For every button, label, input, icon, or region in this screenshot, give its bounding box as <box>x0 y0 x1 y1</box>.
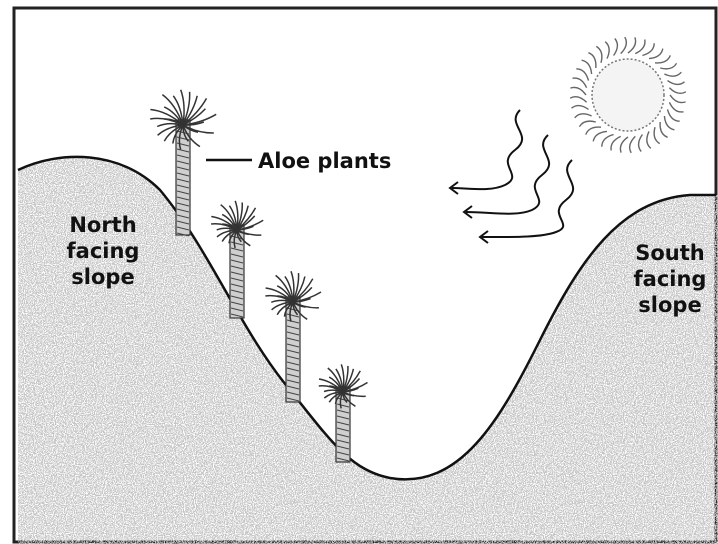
sun-ray <box>621 37 627 54</box>
sun-ray <box>572 106 589 110</box>
wavy-arrow-icon <box>482 160 573 237</box>
sun-ray <box>668 81 685 85</box>
sun-ray <box>620 137 628 153</box>
sun-ray <box>575 114 592 118</box>
north-label-line: slope <box>58 264 148 290</box>
south-label-line: facing <box>622 266 718 292</box>
sun-ray <box>660 63 676 69</box>
sun-ray <box>605 42 609 59</box>
sun-ray <box>614 39 618 56</box>
north-label-line: North <box>58 212 148 238</box>
sun-ray <box>635 40 645 54</box>
sun-ray <box>570 97 587 103</box>
sun-ray <box>639 135 643 152</box>
heat-rays <box>450 110 573 243</box>
sun-ray <box>570 87 586 95</box>
sun-ray <box>654 127 660 143</box>
north-facing-slope-label: North facing slope <box>58 212 148 290</box>
sun-ray <box>579 121 595 127</box>
sun-ray <box>669 88 686 94</box>
wavy-arrow-icon <box>466 135 549 214</box>
sun-icon <box>570 37 686 153</box>
sun-ray <box>647 131 651 148</box>
sun-ray <box>669 102 683 112</box>
sun-ray <box>670 95 686 103</box>
sun-ray <box>596 46 602 62</box>
south-facing-slope-label: South facing slope <box>622 240 718 318</box>
sun-ray <box>628 37 636 53</box>
wavy-arrow-icon <box>452 110 522 189</box>
sun-ray <box>630 136 636 153</box>
sun-ray <box>664 72 681 76</box>
sun-disc <box>592 59 664 131</box>
sun-ray <box>611 136 621 150</box>
south-label-line: slope <box>622 292 718 318</box>
south-label-line: South <box>622 240 718 266</box>
north-label-line: facing <box>58 238 148 264</box>
aloe-plants-label: Aloe plants <box>258 148 391 174</box>
ground-fill <box>0 140 718 544</box>
sun-ray <box>573 78 587 88</box>
